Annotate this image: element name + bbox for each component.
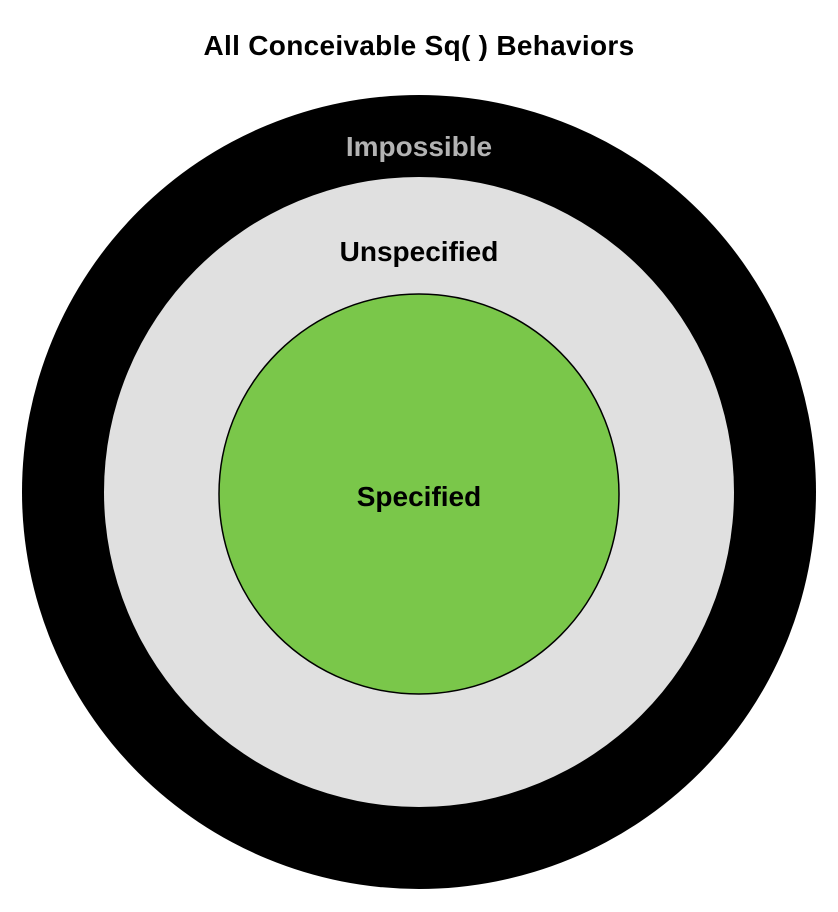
diagram-title: All Conceivable Sq( ) Behaviors: [203, 30, 635, 61]
impossible-label: Impossible: [346, 131, 492, 162]
specified-region: [218, 293, 620, 695]
unspecified-label: Unspecified: [340, 236, 499, 267]
specified-label: Specified: [357, 481, 481, 512]
